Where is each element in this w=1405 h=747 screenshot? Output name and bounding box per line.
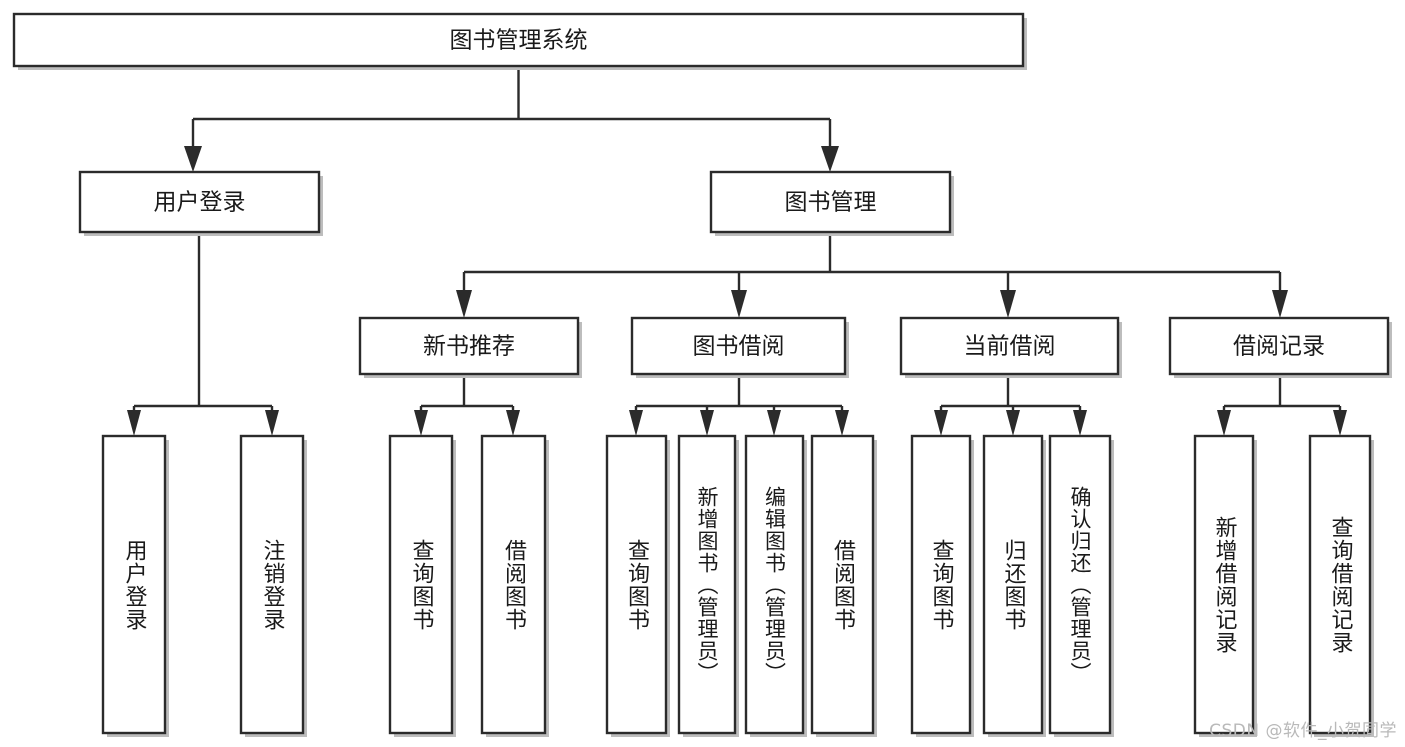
node-current-borrow-box[interactable] [899,316,1120,376]
leaf-boxes-group [101,434,1374,737]
arrow-head-leaf-edit-book [767,410,781,436]
leaf-query-record-box[interactable] [1308,434,1372,735]
node-book-borrow[interactable]: 图书借阅 [630,316,849,378]
leaf-user-login-box[interactable] [101,434,167,735]
leaf-borrow-book-2-box[interactable] [810,434,875,735]
node-book-management-box[interactable] [709,170,952,234]
leaf-return-book-box[interactable] [982,434,1044,735]
node-borrow-record-label: 借阅记录 [1233,334,1325,360]
arrow-head-leaf-add-book [700,410,714,436]
leaf-edit-book-box[interactable] [744,434,805,735]
node-borrow-record[interactable]: 借阅记录 [1168,316,1392,378]
arrow-head-user-login [184,146,202,172]
arrow-head-leaf-query-book-2 [629,410,643,436]
leaf-confirm-return-box[interactable] [1048,434,1112,735]
arrow-head-leaf-borrow-book-2 [835,410,849,436]
node-new-book-recommend-label: 新书推荐 [423,334,515,360]
leaf-borrow-book-1-box[interactable] [480,434,547,735]
arrow-head-new-book-recommend [456,290,472,318]
arrow-head-current-borrow [1000,290,1016,318]
node-user-login-label: 用户登录 [154,190,246,216]
node-book-borrow-box[interactable] [630,316,847,376]
arrow-head-leaf-confirm-return [1073,410,1087,436]
leaf-query-book-1-box[interactable] [388,434,454,735]
connector-group-book-management-to-level2 [456,232,1288,318]
connector-group-current-borrow-leaves [934,374,1087,436]
connector-group-user-login-leaves [127,232,279,436]
node-user-login-box[interactable] [78,170,321,234]
arrow-head-book-management [821,146,839,172]
leaf-add-book-box[interactable] [677,434,737,735]
csdn-watermark: CSDN @软件_小贺同学 [1209,721,1397,741]
arrow-head-leaf-query-record [1333,410,1347,436]
node-root-label: 图书管理系统 [450,28,588,54]
arrow-head-leaf-query-book-1 [414,410,428,436]
node-new-book-recommend[interactable]: 新书推荐 [358,316,582,378]
node-book-borrow-label: 图书借阅 [693,334,785,360]
node-user-login[interactable]: 用户登录 [78,170,323,236]
node-new-book-recommend-box[interactable] [358,316,580,376]
node-book-management-label: 图书管理 [785,190,877,216]
connector-group-root-to-level1 [184,66,839,172]
node-root-box[interactable] [12,12,1025,68]
arrow-head-leaf-user-logout [265,410,279,436]
arrow-head-leaf-query-book-3 [934,410,948,436]
leaf-user-logout-box[interactable] [239,434,305,735]
connector-group-borrow-record-leaves [1217,374,1347,436]
leaf-add-record-box[interactable] [1193,434,1255,735]
leaf-query-book-3-box[interactable] [910,434,972,735]
node-borrow-record-box[interactable] [1168,316,1390,376]
arrow-head-leaf-user-login [127,410,141,436]
node-book-management[interactable]: 图书管理 [709,170,954,236]
arrow-head-borrow-record [1272,290,1288,318]
arrow-head-book-borrow [731,290,747,318]
node-root[interactable]: 图书管理系统 [12,12,1027,70]
connector-group-book-borrow-leaves [629,374,849,436]
arrow-head-leaf-return-book [1006,410,1020,436]
arrow-head-leaf-add-record [1217,410,1231,436]
node-current-borrow-label: 当前借阅 [964,334,1056,360]
leaf-query-book-2-box[interactable] [605,434,668,735]
connector-group-new-book-recommend-leaves [414,374,520,436]
node-current-borrow[interactable]: 当前借阅 [899,316,1122,378]
arrow-head-leaf-borrow-book-1 [506,410,520,436]
